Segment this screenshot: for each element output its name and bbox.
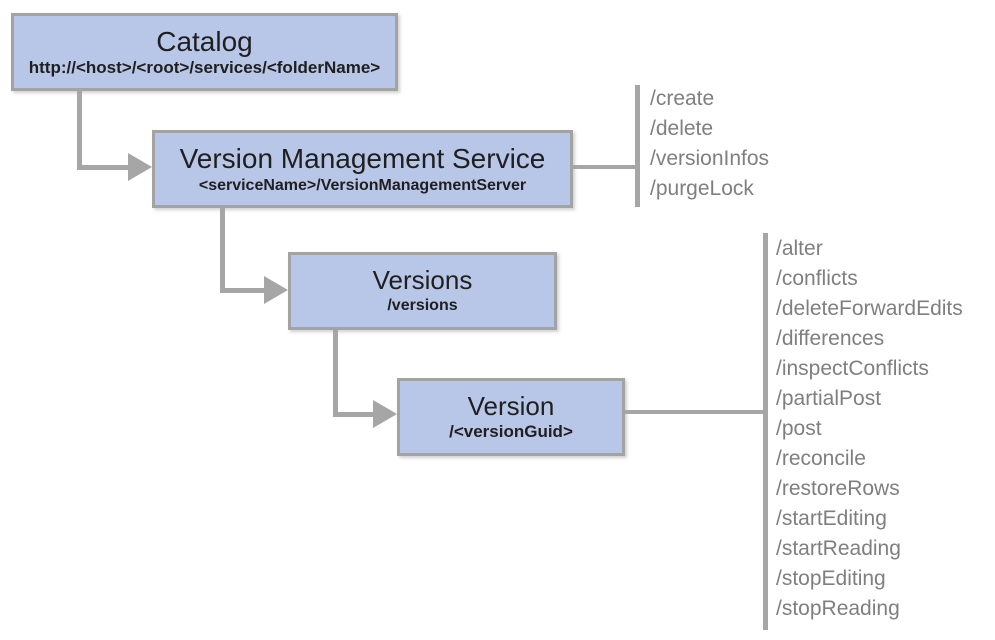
versions-title: Versions: [372, 265, 473, 296]
arrow-right-icon: [373, 400, 397, 428]
connector-version-to-operations: [625, 410, 765, 414]
operation-label: /purgeLock: [650, 177, 754, 200]
operation-label: /deleteForwardEdits: [776, 297, 963, 320]
connector-catalog-to-vms-vertical: [77, 91, 82, 170]
vms-title: Version Management Service: [179, 143, 546, 175]
version-url-pattern: /<versionGuid>: [449, 421, 573, 441]
node-catalog: Catalog http://<host>/<root>/services/<f…: [11, 13, 398, 91]
version-operations-bracket: [763, 233, 768, 630]
vms-url-pattern: <serviceName>/VersionManagementServer: [198, 176, 527, 194]
node-version-management-service: Version Management Service <serviceName>…: [152, 130, 573, 208]
operation-label: /restoreRows: [776, 477, 900, 500]
connector-versions-to-version-vertical: [333, 330, 338, 417]
version-operations-list: /alter /conflicts /deleteForwardEdits /d…: [776, 234, 963, 624]
operation-label: /delete: [650, 117, 714, 140]
operation-label: /create: [650, 87, 715, 110]
operation-label: /inspectConflicts: [776, 357, 929, 380]
operation-label: /stopEditing: [776, 567, 886, 590]
connector-versions-to-version-horizontal: [333, 412, 375, 417]
operation-label: /reconcile: [776, 447, 866, 470]
operation-label: /stopReading: [776, 597, 900, 620]
connector-vms-to-operations: [573, 165, 637, 169]
operation-label: /alter: [776, 237, 823, 260]
operation-label: /startEditing: [776, 507, 887, 530]
arrow-right-icon: [128, 153, 152, 181]
operation-label: /startReading: [776, 537, 901, 560]
operation-label: /post: [776, 417, 822, 440]
vms-operations-bracket: [635, 85, 640, 207]
catalog-url-pattern: http://<host>/<root>/services/<folderNam…: [28, 57, 381, 77]
arrow-right-icon: [264, 276, 288, 304]
node-version: Version /<versionGuid>: [397, 378, 625, 456]
operation-label: /conflicts: [776, 267, 858, 290]
vms-operations-list: /create /delete /versionInfos /purgeLock: [650, 84, 769, 204]
operation-label: /partialPost: [776, 387, 882, 410]
node-versions: Versions /versions: [288, 252, 557, 330]
connector-vms-to-versions-vertical: [220, 208, 225, 293]
catalog-title: Catalog: [156, 25, 253, 57]
version-title: Version: [467, 390, 555, 421]
connector-catalog-to-vms-horizontal: [77, 165, 128, 170]
versions-url-pattern: /versions: [387, 297, 458, 315]
operation-label: /versionInfos: [650, 147, 770, 170]
operation-label: /differences: [776, 327, 885, 350]
connector-vms-to-versions-horizontal: [220, 288, 265, 293]
